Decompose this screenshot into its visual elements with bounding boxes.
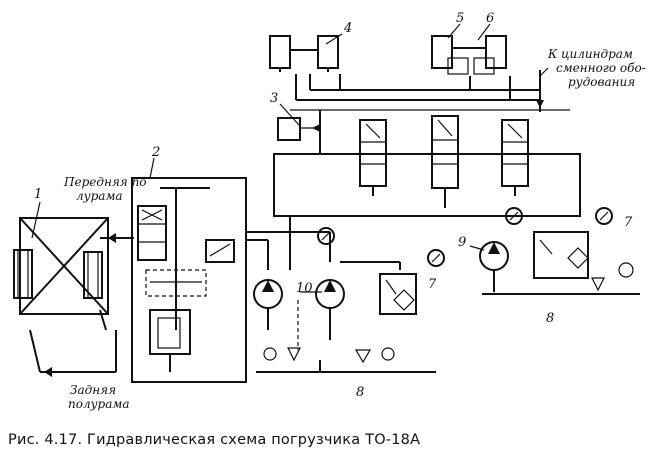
label-rear-frame-1: Задняя	[70, 383, 116, 397]
pumps	[253, 241, 509, 340]
figure-caption: Рис. 4.17. Гидравлическая схема погрузчи…	[8, 432, 421, 448]
steering-control-unit	[131, 177, 247, 383]
label-front-frame-1: Передняя по	[63, 175, 147, 189]
callout-leaders	[31, 23, 549, 293]
pressure-lines	[246, 215, 444, 270]
callout-7a: 7	[428, 277, 437, 292]
label-to-cylinders-2: сменного обо-	[556, 61, 646, 75]
callout-6: 6	[486, 11, 494, 26]
filters	[379, 231, 589, 315]
lift-cylinders	[269, 35, 339, 72]
label-rear-frame-2: полурама	[68, 397, 130, 411]
supply-lines	[295, 70, 544, 112]
tanks	[256, 262, 640, 373]
callout-7b: 7	[624, 215, 633, 230]
callout-8b: 8	[546, 311, 554, 326]
callout-2: 2	[151, 145, 160, 160]
label-front-frame-2: лурама	[76, 189, 123, 203]
callout-1: 1	[34, 187, 42, 202]
steering-mechanism	[13, 217, 134, 377]
tilt-cylinders	[431, 35, 507, 75]
label-to-cylinders-1: К цилиндрам	[547, 47, 633, 61]
callout-4: 4	[343, 21, 352, 36]
callout-5: 5	[456, 11, 464, 26]
callout-9: 9	[458, 235, 466, 250]
label-to-cylinders-3: рудования	[568, 75, 635, 89]
callout-3: 3	[270, 91, 278, 106]
callout-8a: 8	[356, 385, 364, 400]
pressure-gauges	[317, 207, 613, 267]
distributor-block	[273, 109, 581, 217]
callout-10: 10	[296, 281, 313, 296]
